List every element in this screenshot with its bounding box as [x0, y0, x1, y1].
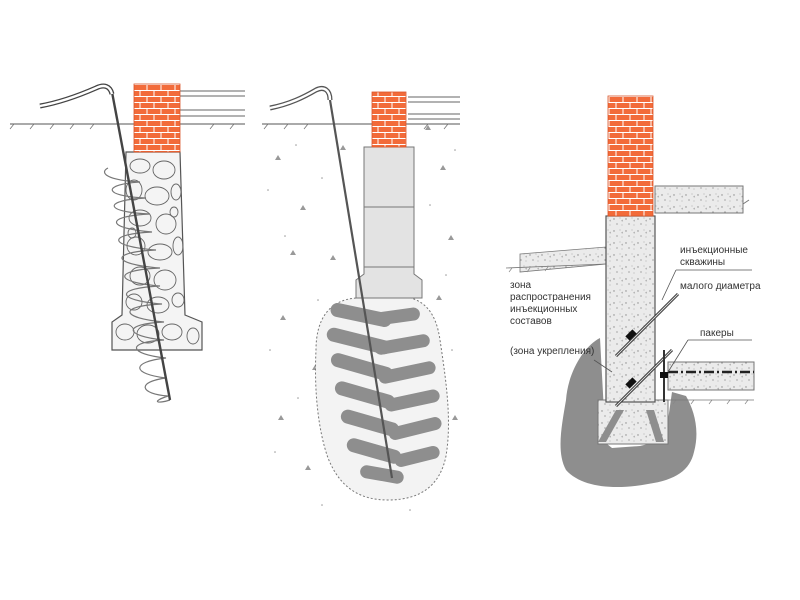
- rubble-stones: [115, 158, 200, 345]
- label-injection-wells-3: малого диаметра: [680, 281, 761, 292]
- floor-slab-left: [180, 90, 245, 117]
- injector-rod-middle: [328, 99, 394, 479]
- exterior-ground: [519, 246, 607, 273]
- label-spread-zone-5: (зона укрепления): [510, 346, 594, 357]
- floor-slab-lower: [667, 361, 755, 391]
- ground-hatch-left: [9, 123, 235, 130]
- injection-spread-middle: [326, 303, 442, 484]
- label-injection-wells-1: инъекционные: [680, 245, 748, 256]
- block-foundation-diagram: [262, 85, 460, 511]
- foundation-footing: [355, 266, 423, 299]
- foundation-block-top: [363, 146, 415, 208]
- packer-icon: [625, 329, 668, 389]
- ground-hatch-middle: [263, 123, 449, 130]
- floor-slab-upper: [654, 185, 744, 214]
- concrete-wall-right: [605, 215, 656, 403]
- grout-fingers: [598, 410, 664, 442]
- label-spread-zone-1: зона: [510, 280, 532, 291]
- brick-wall-middle: [371, 91, 407, 148]
- brick-wall-left: [133, 83, 181, 153]
- label-spread-zone-4: составов: [510, 316, 552, 327]
- leader-lines: [593, 269, 752, 373]
- label-packers: пакеры: [700, 328, 734, 339]
- label-spread-zone-2: распространения: [510, 292, 591, 303]
- label-injection-wells-2: скважины: [680, 257, 725, 268]
- brick-wall-right: [607, 95, 654, 217]
- basement-injection-diagram: инъекционные скважины малого диаметра па…: [505, 95, 761, 488]
- injector-rod-left: [110, 91, 172, 401]
- rubble-foundation: [111, 151, 203, 351]
- floor-slab-middle: [408, 96, 460, 120]
- strengthening-zone-right: [560, 338, 697, 488]
- foundation-block-middle: [363, 206, 415, 268]
- label-spread-zone-3: инъекционных: [510, 304, 577, 315]
- rubble-foundation-diagram: [9, 83, 245, 403]
